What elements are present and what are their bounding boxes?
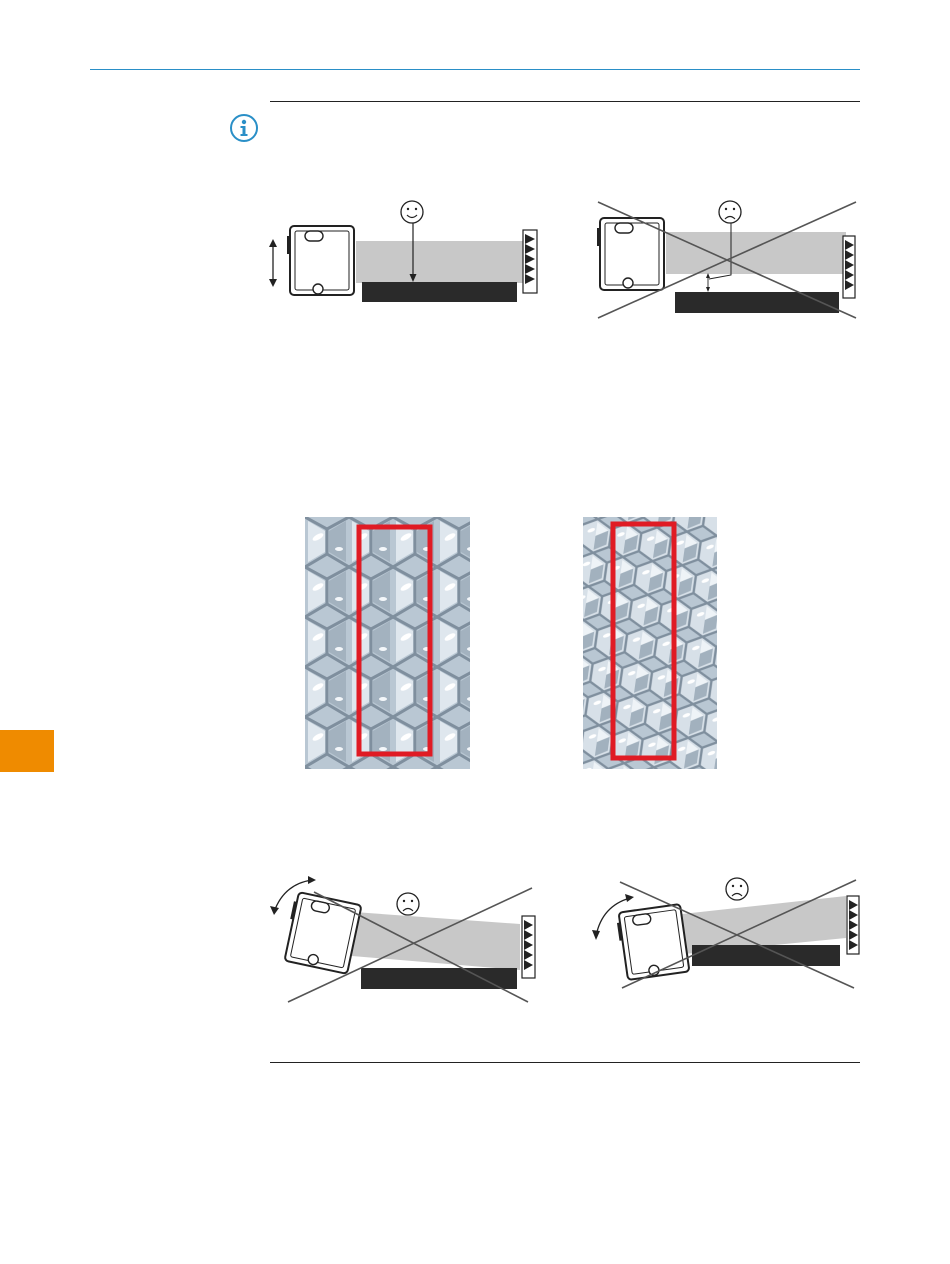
figure-tilted-down-incorrect <box>262 870 547 1010</box>
sensor-device <box>616 904 690 980</box>
light-beam <box>356 241 524 283</box>
object-bar <box>361 968 517 989</box>
light-beam <box>352 912 520 970</box>
note-rule-top <box>270 101 860 102</box>
figure-offset-beam-incorrect <box>590 192 865 324</box>
info-icon <box>229 113 259 143</box>
reflector-surface <box>305 517 470 769</box>
chapter-tab <box>0 730 54 772</box>
smiley-sad-icon <box>726 878 748 900</box>
sensor-device <box>597 218 664 290</box>
smiley-sad-icon <box>397 893 419 915</box>
reflector-surface <box>583 517 717 769</box>
object-bar <box>675 292 839 313</box>
figure-parallel-beam-correct <box>262 192 552 312</box>
figure-tilted-up-incorrect <box>590 870 865 995</box>
sensor-device <box>287 226 354 295</box>
sensor-device <box>281 891 361 973</box>
reflector <box>847 896 859 954</box>
smiley-happy-icon <box>401 201 423 223</box>
object-bar <box>362 282 517 302</box>
figure-reflector-rotated <box>583 517 717 769</box>
header-rule <box>90 69 860 70</box>
note-rule-bottom <box>270 1062 860 1063</box>
reflector <box>843 236 855 298</box>
figure-reflector-aligned <box>305 517 470 769</box>
light-beam <box>666 232 846 274</box>
smiley-sad-icon <box>719 201 741 223</box>
double-arrow-vertical <box>269 239 277 287</box>
reflector <box>522 916 535 978</box>
reflector <box>523 230 537 293</box>
